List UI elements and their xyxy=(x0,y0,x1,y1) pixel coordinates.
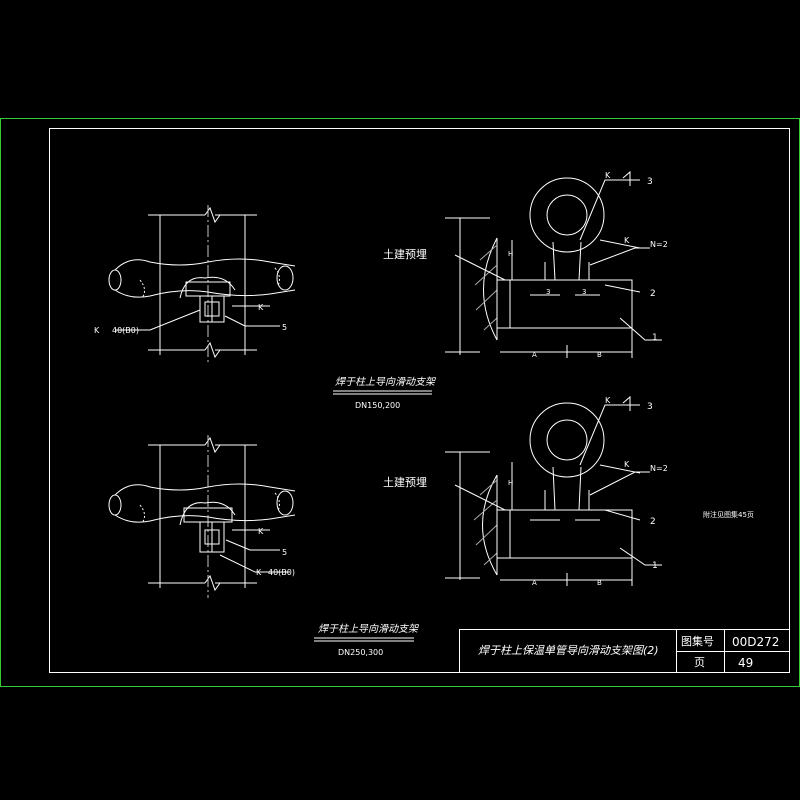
tr-part-3: 3 xyxy=(647,177,653,187)
bl-weld-side: K xyxy=(258,527,264,536)
tr-dim-a: A xyxy=(532,351,537,359)
drawing-title: 焊于柱上保温单管导向滑动支架图(2) xyxy=(478,644,659,657)
tr-n-label: N=2 xyxy=(650,240,668,249)
bl-subtitle: DN250,300 xyxy=(338,648,383,657)
tl-title: 焊于柱上导向滑动支架 xyxy=(335,376,437,388)
br-n-label: N=2 xyxy=(650,464,668,473)
br-part-2: 2 xyxy=(650,517,656,527)
tl-part-5: 5 xyxy=(282,323,287,332)
br-dim-h: H xyxy=(508,479,513,487)
tr-dim-b: B xyxy=(597,351,602,359)
tl-weld-side: K xyxy=(258,303,264,312)
view-top-right xyxy=(445,170,662,358)
view-bottom-right xyxy=(445,395,662,586)
tr-embed-label: 土建预埋 xyxy=(383,247,427,261)
br-dim-b: B xyxy=(597,579,602,587)
tr-part-1: 1 xyxy=(652,333,658,343)
tr-dim-h: H xyxy=(508,250,513,258)
tr-dim-3a: 3 xyxy=(546,288,550,296)
bl-title: 焊于柱上导向滑动支架 xyxy=(318,623,420,635)
atlas-label: 图集号 xyxy=(681,634,714,648)
tr-part-2: 2 xyxy=(650,289,656,299)
bl-weld-main: 40(B0) xyxy=(268,568,295,577)
tr-weld-k: K xyxy=(605,171,611,180)
br-weld-k2: K xyxy=(624,460,630,469)
tr-dim-3b: 3 xyxy=(582,288,586,296)
view-bottom-left xyxy=(108,435,296,598)
page-number: 49 xyxy=(738,656,753,670)
view-top-left xyxy=(108,205,296,365)
tr-weld-k2: K xyxy=(624,236,630,245)
title-block xyxy=(459,629,790,673)
tl-weld-main: 40(B0) xyxy=(112,326,139,335)
page-label: 页 xyxy=(694,656,705,669)
br-part-1: 1 xyxy=(652,561,658,571)
bl-weld-k: K xyxy=(256,568,262,577)
br-dim-a: A xyxy=(532,579,537,587)
br-part-3: 3 xyxy=(647,402,653,412)
note-text: 附注见图集45页 xyxy=(703,510,754,519)
atlas-number: 00D272 xyxy=(732,635,779,649)
bl-part-5: 5 xyxy=(282,548,287,557)
tl-subtitle: DN150,200 xyxy=(355,401,400,410)
br-embed-label: 土建预埋 xyxy=(383,475,427,489)
tl-weld-k: K xyxy=(94,326,100,335)
inner-frame xyxy=(49,128,790,673)
br-weld-k: K xyxy=(605,396,611,405)
